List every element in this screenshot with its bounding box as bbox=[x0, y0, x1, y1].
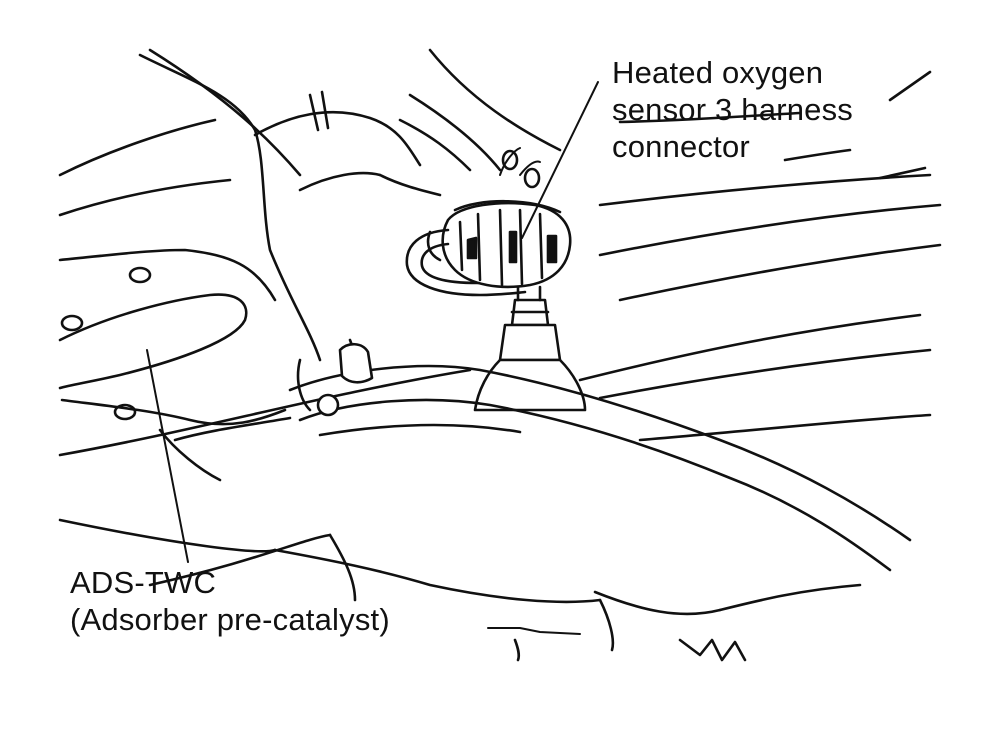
sensor-connector-label-line2: sensor 3 harness bbox=[612, 92, 853, 127]
sensor-connector-leader-line bbox=[521, 81, 599, 239]
sensor-connector-callout: Heated oxygen sensor 3 harness connector bbox=[612, 54, 853, 165]
lower-exhaust-body bbox=[273, 533, 862, 662]
chassis-frame-lines bbox=[58, 48, 942, 587]
exhaust-front-pipe bbox=[288, 338, 912, 572]
leader-lines bbox=[146, 81, 599, 635]
upper-hose bbox=[253, 90, 502, 197]
oxygen-sensor-body bbox=[473, 285, 587, 412]
ads-twc-label-line1: ADS-TWC bbox=[70, 565, 217, 600]
sensor-connector-label-line1: Heated oxygen bbox=[612, 55, 824, 90]
sensor-wire bbox=[405, 228, 527, 297]
ads-twc-callout: ADS-TWC (Adsorber pre-catalyst) bbox=[70, 564, 390, 638]
ads-twc-label-line2: (Adsorber pre-catalyst) bbox=[70, 602, 390, 637]
sensor-connector-label-line3: connector bbox=[612, 129, 750, 164]
ads-twc-leader-line bbox=[146, 349, 189, 563]
ads-twc-catalyst-housing bbox=[58, 53, 322, 482]
ads-twc-bottom-leader-line bbox=[487, 627, 581, 635]
harness-connector bbox=[426, 147, 572, 289]
